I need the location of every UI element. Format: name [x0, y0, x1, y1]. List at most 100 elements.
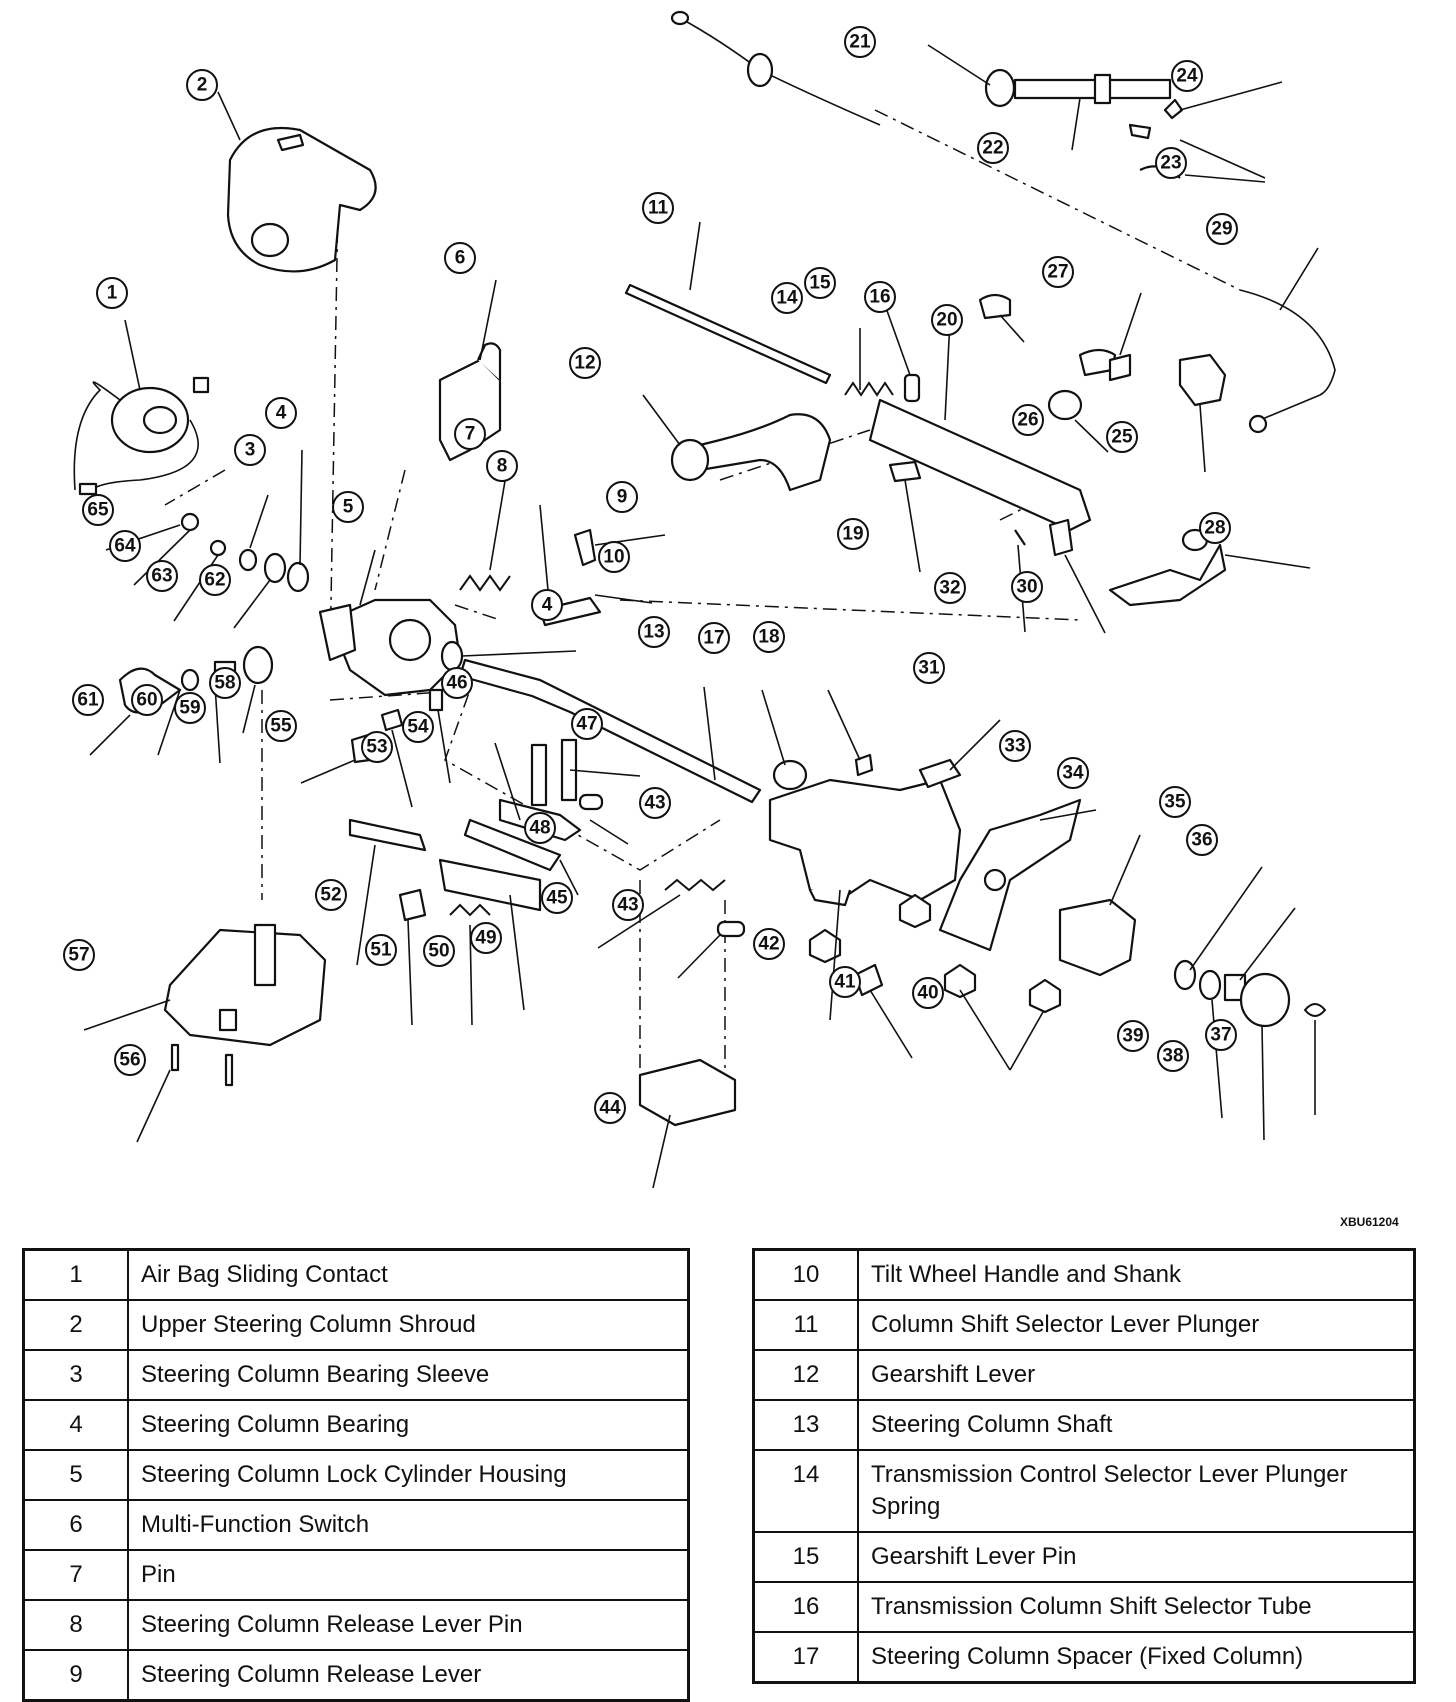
callout-number: 29	[1211, 219, 1232, 240]
lower-shroud-shape	[163, 928, 327, 1047]
callout-number: 56	[119, 1050, 140, 1071]
callout-53: 53	[361, 731, 393, 763]
callout-37: 37	[1205, 1019, 1237, 1051]
callout-number: 24	[1176, 66, 1198, 87]
legend-number: 9	[22, 1649, 129, 1702]
callout-number: 10	[603, 547, 624, 568]
callout-number: 1	[107, 283, 118, 304]
callout-number: 38	[1162, 1046, 1183, 1067]
callout-number: 30	[1016, 577, 1037, 598]
callout-61: 61	[72, 684, 104, 716]
callout-number: 47	[576, 714, 597, 735]
callout-58: 58	[209, 667, 241, 699]
callout-number: 65	[87, 500, 109, 521]
callout-45: 45	[541, 882, 573, 914]
callout-number: 21	[849, 32, 871, 53]
callout-number: 27	[1047, 262, 1068, 283]
lever-49-shape	[438, 858, 542, 912]
callout-number: 18	[758, 627, 779, 648]
legend-number: 6	[22, 1499, 129, 1551]
callout-number: 36	[1191, 830, 1212, 851]
callout-40: 40	[912, 977, 944, 1009]
callout-11: 11	[642, 192, 674, 224]
legend-number: 16	[752, 1581, 859, 1633]
callout-26: 26	[1012, 404, 1044, 436]
callout-64: 64	[109, 530, 141, 562]
callout-6: 6	[444, 242, 476, 274]
legend-number: 11	[752, 1299, 859, 1351]
callout-4: 4	[265, 397, 297, 429]
callout-number: 33	[1004, 736, 1025, 757]
callout-47: 47	[571, 708, 603, 740]
callout-60: 60	[131, 684, 163, 716]
callout-number: 3	[245, 440, 256, 461]
callout-number: 49	[475, 928, 496, 949]
callout-55: 55	[265, 710, 297, 742]
callout-35: 35	[1159, 786, 1191, 818]
callout-1: 1	[96, 277, 128, 309]
callout-17: 17	[698, 622, 730, 654]
callout-41: 41	[829, 966, 861, 998]
callout-number: 8	[497, 456, 508, 477]
callout-18: 18	[753, 621, 785, 653]
callout-number: 40	[917, 983, 938, 1004]
gearshift-lever-shape	[678, 413, 832, 492]
callout-27: 27	[1042, 256, 1074, 288]
callout-14: 14	[771, 282, 803, 314]
callout-25: 25	[1106, 421, 1138, 453]
legend-number: 12	[752, 1349, 859, 1401]
callout-29: 29	[1206, 213, 1238, 245]
callout-number: 15	[809, 273, 831, 294]
callout-43: 43	[639, 787, 671, 819]
callout-33: 33	[999, 730, 1031, 762]
callout-number: 54	[407, 717, 429, 738]
callout-number: 46	[446, 673, 467, 694]
callout-12: 12	[569, 347, 601, 379]
callout-36: 36	[1186, 824, 1218, 856]
callout-number: 43	[644, 793, 665, 814]
callout-52: 52	[315, 879, 347, 911]
callout-28: 28	[1199, 512, 1231, 544]
callout-number: 28	[1204, 518, 1225, 539]
callout-9: 9	[606, 481, 638, 513]
callout-3: 3	[234, 434, 266, 466]
callout-number: 59	[179, 698, 200, 719]
callout-19: 19	[837, 518, 869, 550]
callout-number: 43	[617, 895, 638, 916]
callout-48: 48	[524, 812, 556, 844]
callout-8: 8	[486, 450, 518, 482]
callout-number: 39	[1122, 1026, 1143, 1047]
legend-part-name: Steering Column Shaft	[857, 1399, 1416, 1451]
legend-part-name: Steering Column Release Lever	[127, 1649, 690, 1702]
callout-number: 62	[204, 570, 225, 591]
callout-number: 64	[114, 536, 136, 557]
legend-part-name: Multi-Function Switch	[127, 1499, 690, 1551]
pin-spring-shape	[459, 574, 511, 592]
callout-62: 62	[199, 564, 231, 596]
callout-16: 16	[864, 281, 896, 313]
callout-23: 23	[1155, 147, 1187, 179]
callout-31: 31	[913, 652, 945, 684]
callout-number: 63	[151, 566, 172, 587]
callout-22: 22	[977, 132, 1009, 164]
callout-number: 58	[214, 673, 235, 694]
callout-number: 37	[1210, 1025, 1231, 1046]
callout-43: 43	[612, 889, 644, 921]
callout-57: 57	[63, 939, 95, 971]
legend-number: 17	[752, 1631, 859, 1684]
legend-part-name: Steering Column Lock Cylinder Housing	[127, 1449, 690, 1501]
callout-number: 50	[428, 941, 449, 962]
legend-part-name: Column Shift Selector Lever Plunger	[857, 1299, 1416, 1351]
callout-65: 65	[82, 494, 114, 526]
